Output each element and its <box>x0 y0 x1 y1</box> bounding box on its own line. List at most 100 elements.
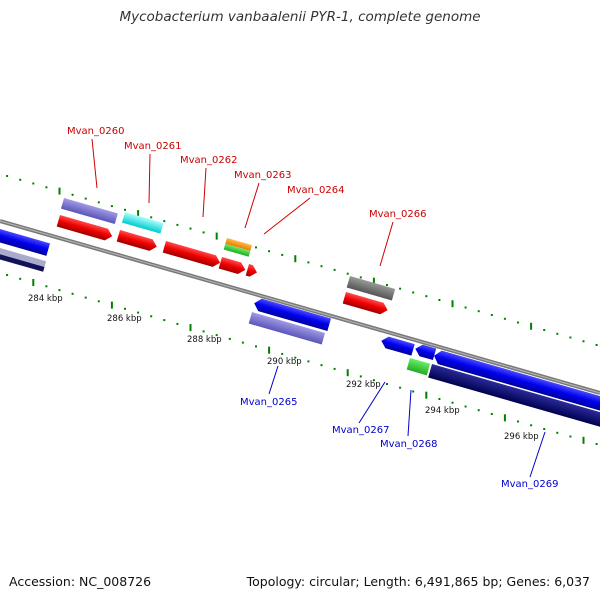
minor-tick <box>137 311 140 314</box>
gene-label[interactable]: Mvan_0263 <box>234 170 291 181</box>
minor-tick <box>372 379 375 382</box>
gene-mvan-0262[interactable] <box>162 241 222 269</box>
minor-tick <box>359 375 362 378</box>
minor-tick <box>320 364 323 367</box>
major-tick <box>425 391 428 399</box>
minor-tick <box>97 300 100 303</box>
scale-label: 288 kbp <box>187 335 222 345</box>
minor-tick <box>359 276 362 279</box>
gene-label[interactable]: Mvan_0260 <box>67 126 124 137</box>
major-tick <box>346 369 349 377</box>
minor-tick <box>569 336 572 339</box>
minor-tick <box>281 352 284 355</box>
gene-label[interactable]: Mvan_0266 <box>369 209 426 220</box>
minor-tick <box>45 285 48 288</box>
minor-tick <box>582 340 585 343</box>
gene-label[interactable]: Mvan_0265 <box>240 397 297 408</box>
gene-mvan-0269[interactable] <box>432 349 600 415</box>
minor-tick <box>32 182 35 185</box>
minor-tick <box>241 341 244 344</box>
major-tick <box>530 322 533 330</box>
gene-mvan-0266-cog[interactable] <box>346 276 396 301</box>
gene-mvan-0263-cog[interactable] <box>223 238 252 257</box>
gene-mvan-0265[interactable] <box>252 297 331 331</box>
scale-label: 294 kbp <box>425 406 460 416</box>
minor-tick <box>438 398 441 400</box>
minor-tick <box>71 193 74 196</box>
minor-tick <box>202 330 205 333</box>
forward-label-leaders <box>91 138 394 267</box>
major-tick <box>268 346 271 354</box>
gene-label[interactable]: Mvan_0264 <box>287 185 344 196</box>
gene-label[interactable]: Mvan_0268 <box>380 439 437 450</box>
reverse-label-leaders <box>268 365 546 478</box>
minor-tick <box>255 345 257 348</box>
minor-tick <box>569 435 572 438</box>
gene-mvan-0265-cog[interactable] <box>248 312 326 345</box>
gene-mvan-0261-cog[interactable] <box>121 212 164 234</box>
minor-tick <box>163 220 166 223</box>
minor-tick <box>451 401 454 404</box>
minor-tick <box>97 201 100 204</box>
minor-tick <box>281 253 284 256</box>
major-tick <box>503 414 506 422</box>
gene-left-partial[interactable] <box>0 223 50 256</box>
minor-tick <box>268 250 271 253</box>
minor-tick <box>399 386 402 389</box>
gene-mvan-0264[interactable] <box>245 264 259 278</box>
scale-label: 296 kbp <box>504 432 539 442</box>
minor-tick <box>517 420 519 423</box>
gene-mvan-0263[interactable] <box>218 257 247 276</box>
gene-label[interactable]: Mvan_0262 <box>180 155 237 166</box>
minor-tick <box>19 178 22 181</box>
minor-tick <box>71 292 74 295</box>
minor-tick <box>58 289 61 292</box>
major-tick <box>451 300 454 308</box>
major-tick <box>58 187 61 195</box>
scale-labels: 284 kbp 286 kbp 288 kbp 290 kbp 292 kbp … <box>28 294 539 442</box>
scale-label: 290 kbp <box>267 357 302 367</box>
minor-tick <box>176 322 179 325</box>
minor-tick <box>189 227 192 230</box>
major-tick <box>372 277 375 285</box>
gene-label[interactable]: Mvan_0261 <box>124 141 181 152</box>
minor-tick <box>438 299 441 301</box>
minor-tick <box>595 344 598 346</box>
minor-tick <box>595 443 598 445</box>
gene-label[interactable]: Mvan_0267 <box>332 425 389 436</box>
scale-label: 284 kbp <box>28 294 63 304</box>
gene-mvan-0266[interactable] <box>342 292 390 316</box>
minor-tick <box>176 223 179 226</box>
gene-mvan-0260-cog[interactable] <box>60 198 118 225</box>
major-tick <box>32 279 35 286</box>
gene-mvan-0268[interactable] <box>414 343 437 361</box>
minor-tick <box>386 383 388 385</box>
minor-tick <box>150 216 153 219</box>
minor-tick <box>477 310 480 313</box>
minor-tick <box>45 186 48 189</box>
backbone <box>0 219 600 395</box>
gene-label[interactable]: Mvan_0269 <box>501 479 558 490</box>
minor-tick <box>425 295 428 298</box>
gene-mvan-0268-cog[interactable] <box>406 358 431 376</box>
major-tick <box>110 301 113 309</box>
minor-tick <box>294 356 297 359</box>
minor-tick <box>6 274 9 276</box>
minor-tick <box>490 314 493 316</box>
major-tick <box>137 210 140 218</box>
minor-tick <box>110 205 113 208</box>
minor-tick <box>320 265 323 268</box>
gene-left-partial-lower[interactable] <box>0 242 47 272</box>
minor-tick <box>150 315 153 318</box>
minor-tick <box>215 334 218 337</box>
gene-mvan-0267[interactable] <box>380 335 415 356</box>
gene-mvan-0260[interactable] <box>56 215 114 242</box>
minor-tick <box>346 272 349 275</box>
major-tick <box>215 232 218 240</box>
genome-summary-text: Topology: circular; Length: 6,491,865 bp… <box>246 574 590 589</box>
minor-tick <box>124 208 126 211</box>
minor-tick <box>84 197 87 200</box>
gene-mvan-0269-cog[interactable] <box>428 364 600 430</box>
gene-mvan-0261[interactable] <box>116 230 159 253</box>
